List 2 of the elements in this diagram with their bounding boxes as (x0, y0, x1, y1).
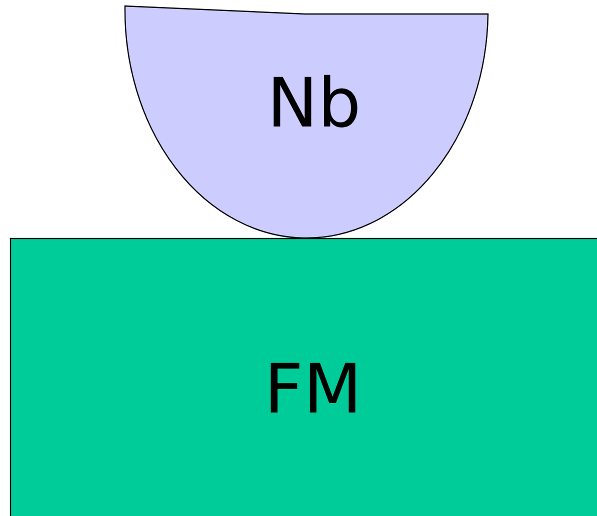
material-label: Nb (266, 64, 362, 144)
material-label: FM (264, 350, 362, 430)
